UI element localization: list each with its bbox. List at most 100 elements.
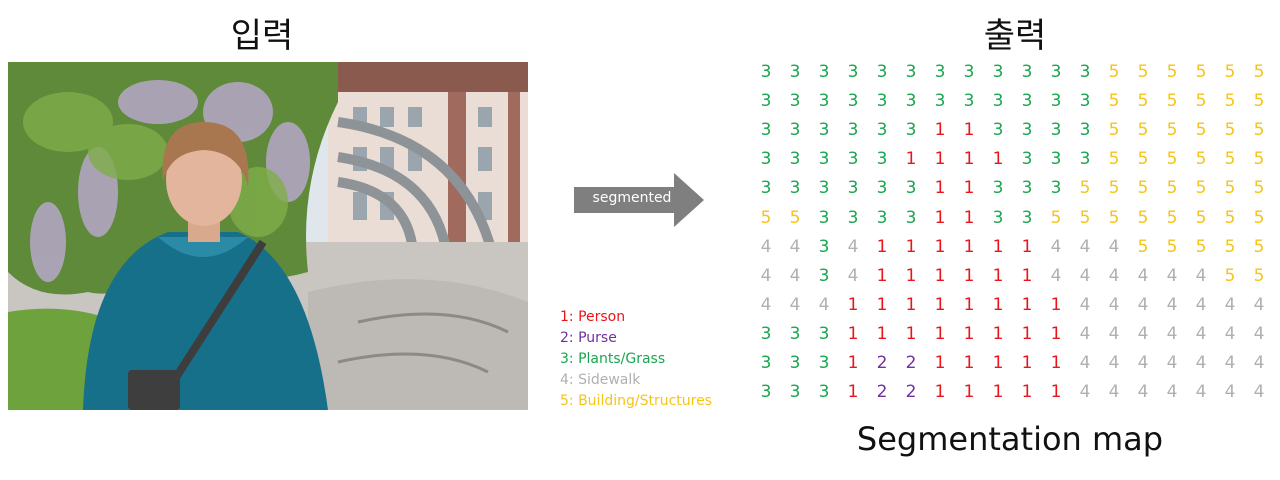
grid-cell: 3: [1021, 120, 1033, 141]
grid-cell: 4: [1224, 382, 1236, 403]
grid-cell: 3: [876, 149, 888, 170]
grid-cell: 3: [818, 178, 830, 199]
grid-cell: 1: [905, 236, 917, 257]
grid-cell: 4: [1166, 294, 1178, 315]
grid-cell: 4: [760, 265, 772, 286]
grid-cell: 4: [1195, 353, 1207, 373]
arrow-label: segmented: [592, 190, 672, 206]
grid-cell: 1: [1021, 353, 1033, 373]
grid-cell: 1: [934, 149, 946, 170]
grid-cell: 1: [934, 353, 946, 373]
grid-cell: 1: [1021, 382, 1033, 403]
grid-cell: 3: [847, 178, 859, 199]
grid-cell: 3: [760, 178, 772, 199]
grid-cell: 2: [876, 353, 888, 373]
grid-cell: 3: [760, 120, 772, 141]
grid-cell: 5: [1166, 207, 1178, 228]
grid-cell: 1: [992, 323, 1004, 344]
grid-cell: 4: [1079, 294, 1091, 315]
grid-cell: 5: [1224, 207, 1236, 228]
grid-cell: 4: [1050, 236, 1062, 257]
grid-cell: 5: [1224, 149, 1236, 170]
grid-cell: 4: [789, 236, 801, 257]
grid-cell: 1: [847, 382, 859, 403]
grid-cell: 3: [1021, 62, 1033, 82]
grid-cell: 3: [760, 353, 772, 373]
grid-cell: 3: [1021, 149, 1033, 170]
grid-cell: 4: [1137, 294, 1149, 315]
grid-cell: 4: [1195, 294, 1207, 315]
grid-cell: 5: [1166, 91, 1178, 112]
grid-cell: 5: [1224, 91, 1236, 112]
legend-item: 4: Sidewalk: [560, 372, 641, 388]
legend-item: 5: Building/Structures: [560, 393, 713, 409]
grid-cell: 5: [1079, 178, 1091, 199]
grid-cell: 4: [1195, 323, 1207, 344]
grid-cell: 5: [1253, 207, 1265, 228]
grid-cell: 5: [1195, 120, 1207, 141]
grid-cell: 5: [789, 207, 801, 228]
grid-cell: 3: [789, 323, 801, 344]
grid-cell: 1: [992, 265, 1004, 286]
grid-cell: 4: [789, 265, 801, 286]
grid-cell: 4: [1253, 353, 1265, 373]
grid-cell: 4: [1224, 353, 1236, 373]
photo-illustration: [8, 62, 528, 410]
grid-cell: 3: [760, 62, 772, 82]
grid-cell: 3: [818, 323, 830, 344]
grid-cell: 5: [1195, 91, 1207, 112]
grid-cell: 3: [847, 207, 859, 228]
grid-cell: 5: [1195, 178, 1207, 199]
grid-cell: 5: [1195, 149, 1207, 170]
grid-cell: 5: [1224, 62, 1236, 82]
grid-cell: 1: [1050, 294, 1062, 315]
grid-cell: 3: [992, 120, 1004, 141]
grid-cell: 5: [1195, 207, 1207, 228]
grid-cell: 3: [789, 353, 801, 373]
grid-cell: 4: [1253, 294, 1265, 315]
grid-cell: 4: [1166, 323, 1178, 344]
grid-cell: 1: [963, 353, 975, 373]
grid-cell: 1: [963, 294, 975, 315]
grid-cell: 3: [760, 382, 772, 403]
grid-cell: 5: [1224, 236, 1236, 257]
grid-cell: 3: [963, 62, 975, 82]
grid-cell: 1: [1050, 353, 1062, 373]
grid-cell: 5: [1079, 207, 1091, 228]
grid-cell: 3: [1050, 178, 1062, 199]
grid-cell: 4: [789, 294, 801, 315]
grid-cell: 3: [818, 207, 830, 228]
grid-cell: 5: [1108, 207, 1120, 228]
grid-cell: 4: [1166, 353, 1178, 373]
grid-cell: 5: [1166, 62, 1178, 82]
grid-cell: 5: [1166, 120, 1178, 141]
grid-cell: 4: [1050, 265, 1062, 286]
grid-cell: 4: [818, 294, 830, 315]
grid-cell: 1: [934, 207, 946, 228]
grid-cell: 4: [760, 236, 772, 257]
grid-cell: 5: [1108, 120, 1120, 141]
grid-cell: 3: [905, 62, 917, 82]
grid-cell: 3: [905, 207, 917, 228]
grid-cell: 5: [1195, 62, 1207, 82]
grid-cell: 3: [876, 178, 888, 199]
grid-cell: 5: [1137, 178, 1149, 199]
segmented-arrow: [574, 173, 704, 227]
grid-cell: 5: [1137, 120, 1149, 141]
grid-cell: 5: [1253, 120, 1265, 141]
grid-cell: 5: [1195, 236, 1207, 257]
grid-cell: 3: [1050, 62, 1062, 82]
grid-cell: 1: [876, 265, 888, 286]
grid-cell: 3: [760, 323, 772, 344]
grid-cell: 1: [963, 120, 975, 141]
grid-cell: 3: [934, 62, 946, 82]
grid-cell: 3: [847, 62, 859, 82]
grid-cell: 3: [934, 91, 946, 112]
grid-cell: 3: [963, 91, 975, 112]
grid-cell: 4: [1108, 265, 1120, 286]
grid-cell: 1: [876, 294, 888, 315]
grid-cell: 1: [1050, 382, 1062, 403]
grid-cell: 4: [1079, 323, 1091, 344]
grid-cell: 3: [760, 149, 772, 170]
